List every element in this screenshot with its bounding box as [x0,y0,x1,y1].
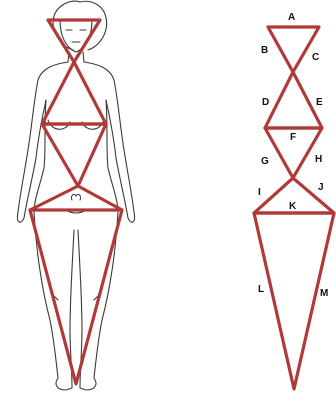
figure-waist-triangle [42,124,106,186]
figure-hip-band [30,186,122,210]
right-arm-outline [84,62,135,222]
leg-triangle [254,213,334,389]
label-f: F [290,132,296,143]
label-m: M [320,288,328,299]
label-c: C [312,52,319,63]
label-b: B [261,45,268,56]
figure-chest-triangle-right [74,62,106,124]
knee-hints [54,296,98,300]
segment-labels: A B C D E F G H I J K L M [258,12,328,299]
label-h: H [315,154,322,165]
label-l: L [258,284,264,295]
label-d: D [262,97,269,108]
figure-leg-triangle [30,210,122,384]
label-g: G [261,156,269,167]
label-e: E [316,97,323,108]
label-j: J [318,182,324,193]
figure-chest-triangle [42,62,106,124]
label-a: A [288,12,295,23]
top-triangle [268,27,319,72]
upper-diamond [265,72,322,128]
label-i: I [258,187,261,198]
label-k: K [289,201,297,212]
figure-triangles-overlay [30,20,122,384]
face-features [66,30,86,42]
